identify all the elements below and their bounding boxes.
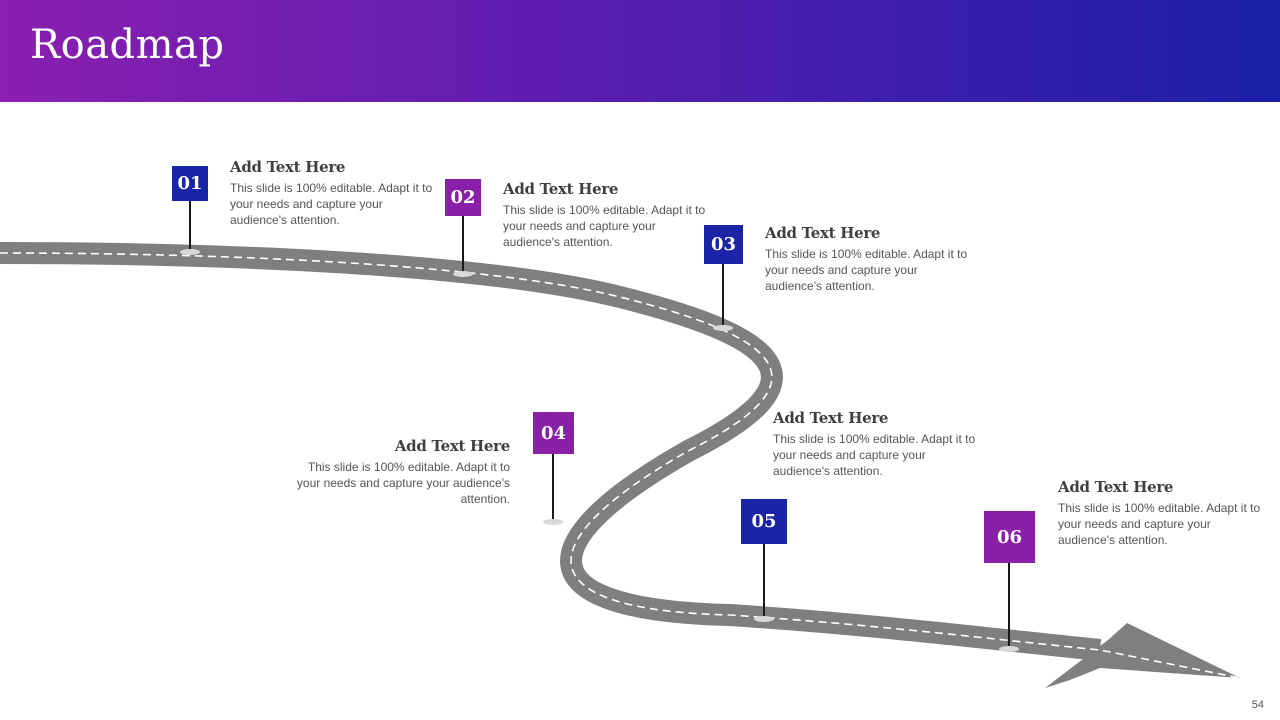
milestone-03-heading: Add Text Here [765,224,881,242]
milestone-05-pole [763,544,765,616]
milestone-06-heading: Add Text Here [1058,478,1174,496]
milestone-06-base [999,646,1019,652]
milestone-02-heading: Add Text Here [503,180,619,198]
milestone-06-body: This slide is 100% editable. Adapt it to… [1058,501,1261,547]
milestone-01-pole [189,201,191,251]
milestone-03-text: Add Text Here This slide is 100% editabl… [765,224,970,294]
milestone-04-pole [552,454,554,520]
slide-title: Roadmap [30,22,225,68]
milestone-02-text: Add Text Here This slide is 100% editabl… [503,180,708,250]
milestone-01-base [180,249,200,255]
milestone-05-text: Add Text Here This slide is 100% editabl… [773,409,978,479]
road-arrow-head [1045,623,1240,688]
milestone-06-pole [1008,563,1010,647]
milestone-01-text: Add Text Here This slide is 100% editabl… [230,158,435,228]
milestone-05-heading: Add Text Here [773,409,889,427]
milestone-05-flag: 05 [741,499,787,544]
milestone-01-body: This slide is 100% editable. Adapt it to… [230,181,433,227]
milestone-01-flag: 01 [172,166,208,201]
milestone-03-flag: 03 [704,225,743,264]
milestone-02-flag: 02 [445,179,481,216]
page-number: 54 [1251,699,1264,711]
milestone-04-body: This slide is 100% editable. Adapt it to… [296,460,510,506]
milestone-03-pole [722,264,724,326]
title-banner: Roadmap [0,0,1280,102]
milestone-05-base [754,616,774,622]
milestone-02-base [453,271,473,277]
milestone-06-flag: 06 [984,511,1035,563]
milestone-02-pole [462,216,464,272]
milestone-03-base [713,325,733,331]
milestone-04-flag: 04 [533,412,574,454]
milestone-05-body: This slide is 100% editable. Adapt it to… [773,432,976,478]
milestone-06-text: Add Text Here This slide is 100% editabl… [1058,478,1263,548]
milestone-02-body: This slide is 100% editable. Adapt it to… [503,203,706,249]
milestone-04-heading: Add Text Here [394,437,510,455]
road-center-line [0,252,1241,679]
milestone-03-body: This slide is 100% editable. Adapt it to… [765,247,968,293]
milestone-04-text: Add Text Here This slide is 100% editabl… [295,437,510,507]
milestone-01-heading: Add Text Here [230,158,346,176]
milestone-04-base [543,519,563,525]
